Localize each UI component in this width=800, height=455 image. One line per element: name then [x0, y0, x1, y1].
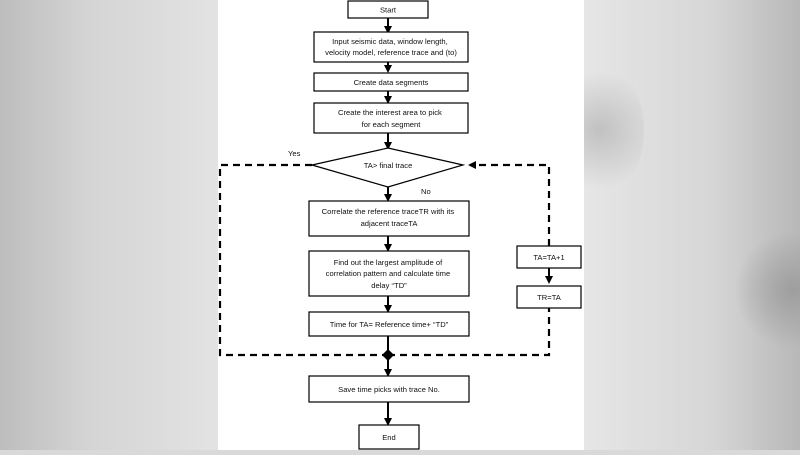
flowchart-page: Start Input seismic data, window length,…	[218, 0, 584, 450]
create-segments-step	[313, 72, 469, 92]
blurred-background-left	[0, 0, 218, 450]
no-label: No	[421, 187, 431, 196]
interest-label: Create the interest area to pick for eac…	[338, 108, 444, 129]
interest-area-step	[313, 102, 469, 134]
tr-assign-label: TR=TA	[537, 293, 562, 302]
end-label: End	[382, 433, 396, 442]
input-step	[313, 31, 469, 63]
time-step	[308, 311, 470, 337]
input-label: Input seismic data, window length, veloc…	[325, 37, 457, 57]
start-node	[347, 0, 429, 19]
find-amplitude-step	[308, 250, 470, 297]
save-label: Save time picks with trace No.	[338, 385, 440, 394]
save-step	[308, 375, 470, 403]
segments-label: Create data segments	[354, 78, 429, 87]
time-label: Time for TA= Reference time+ “TD”	[330, 320, 449, 329]
loop-connectors	[218, 161, 551, 357]
start-label: Start	[380, 6, 397, 15]
correlate-step	[308, 200, 470, 237]
decision-node	[311, 147, 466, 188]
yes-label: Yes	[288, 149, 301, 158]
flow-connectors	[384, 18, 553, 426]
correlate-label: Correlate the reference traceTR with its…	[322, 207, 457, 228]
ta-increment-step	[516, 245, 582, 269]
end-node	[358, 424, 420, 450]
decision-label: TA> final trace	[364, 161, 413, 170]
blurred-background-right	[554, 0, 800, 450]
flowchart-diagram: Start Input seismic data, window length,…	[218, 0, 582, 450]
junction-marker	[382, 349, 394, 361]
ta-increment-label: TA=TA+1	[533, 253, 564, 262]
tr-assign-step	[516, 285, 582, 309]
find-label: Find out the largest amplitude of correl…	[326, 258, 453, 290]
